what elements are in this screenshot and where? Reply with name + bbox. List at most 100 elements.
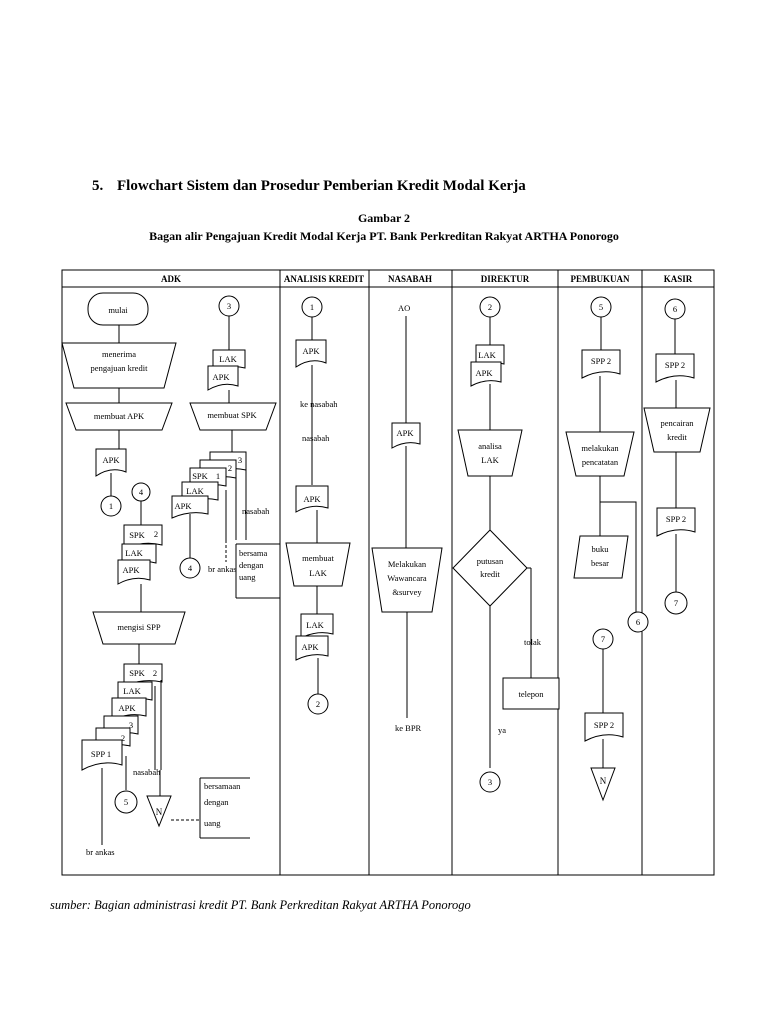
flow-label: ke nasabah [300,399,338,409]
flow-label: br ankas [208,564,237,574]
decision-putusan-kredit [452,529,528,607]
doc-label: LAK [125,548,143,558]
step-label: putusan [477,556,504,566]
lane-header-adk: ADK [161,274,181,284]
document-apk [295,485,329,513]
note-label: uang [239,572,256,582]
figure-label: Gambar 2 [357,211,411,225]
connector-label: 6 [673,304,677,314]
doc-label: APK [475,368,493,378]
document-spp-2 [584,712,624,742]
doc-label: APK [396,428,414,438]
document-spp-1 [81,739,123,771]
manual-op-membuat-lak [285,542,351,587]
document-apk [391,422,421,449]
section-number: 5. [92,178,104,194]
doc-label: APK [174,501,192,511]
doc-label: 2 [228,463,232,473]
connector-2 [307,693,329,715]
step-label: analisa [478,441,502,451]
connector-7 [664,591,688,615]
connector-3 [479,771,501,793]
document-apk [295,339,327,368]
flow-label: tolak [524,637,542,647]
manual-op-membuat-spk [189,402,277,431]
manual-op-mengisi-spp [92,611,186,645]
doc-label: APK [302,346,320,356]
note-label: bersama [239,548,268,558]
connector-label: 3 [227,301,231,311]
step-label: pencairan [660,418,694,428]
connector-5 [114,790,138,814]
flow-label: nasabah [133,767,161,777]
section-heading: 5. Flowchart Sistem dan Prosedur Pemberia… [92,178,526,195]
doc-label: 3 [129,720,133,730]
manual-op-pencairan-kredit [643,407,711,453]
doc-label: APK [212,372,230,382]
step-label: pengajuan kredit [91,363,149,373]
doc-label: SPP 1 [91,749,111,759]
lane-header-nasabah: NASABAH [388,274,432,284]
connector-label: 5 [599,302,603,312]
note-label: dengan [204,797,229,807]
note-label: uang [204,818,221,828]
connector-4 [179,557,201,579]
document-apk [207,365,239,391]
doc-label: SPP 2 [665,360,685,370]
step-label: membuat [302,553,334,563]
connector-label: 3 [488,777,492,787]
step-label: telepon [518,689,544,699]
doc-label: 2 [153,668,157,678]
connector-label: 2 [316,699,320,709]
step-label: Melakukan [388,559,427,569]
step-label: membuat SPK [207,410,257,420]
doc-label: SPK [192,471,208,481]
step-label: menerima [102,349,136,359]
lane-header-direktur: DIREKTUR [481,274,530,284]
step-label: Wawancara [387,573,427,583]
document-apk [95,448,127,477]
flow-label: br ankas [86,847,115,857]
document-apk [470,361,502,387]
flow-label: nasabah [242,506,270,516]
connector-6 [627,611,649,633]
doc-label: 2 [154,529,158,539]
doc-label: SPP 2 [666,514,686,524]
doc-label: 3 [238,455,242,465]
lane-header-kasir: KASIR [664,274,693,284]
doc-label: LAK [306,620,324,630]
doc-label: APK [303,494,321,504]
step-label: mengisi SPP [117,622,160,632]
process-telepon [502,677,560,710]
flow-label: ya [498,725,506,735]
doc-label: APK [102,455,120,465]
manual-op-menerima [61,342,177,389]
connector-label: 7 [601,634,605,644]
section-title: Flowchart Sistem dan Prosedur Pemberian … [117,178,526,194]
flow-label: ke BPR [395,723,422,733]
manual-op-pencatatan [565,431,635,477]
flow-label: nasabah [302,433,330,443]
manual-op-analisa-lak [457,429,523,477]
note-label: dengan [239,560,264,570]
step-label: kredit [480,569,500,579]
step-label: LAK [309,568,327,578]
step-label: LAK [481,455,499,465]
flowchart-frame [61,269,715,876]
connector-label: 6 [636,617,640,627]
manual-op-membuat-apk [65,402,173,431]
doc-label: APK [122,565,140,575]
terminator-label: mulai [108,305,128,315]
doc-label: SPP 2 [594,720,614,730]
step-label: pencatatan [582,457,619,467]
connector-label: 4 [188,563,193,573]
doc-label: LAK [186,486,204,496]
connector-label: 2 [488,302,492,312]
connector-label: 5 [124,797,128,807]
ledger-buku-besar [573,535,629,579]
archive-label: N [156,807,163,817]
step-label: besar [591,558,609,568]
archive-n [146,795,172,828]
doc-label: LAK [478,350,496,360]
